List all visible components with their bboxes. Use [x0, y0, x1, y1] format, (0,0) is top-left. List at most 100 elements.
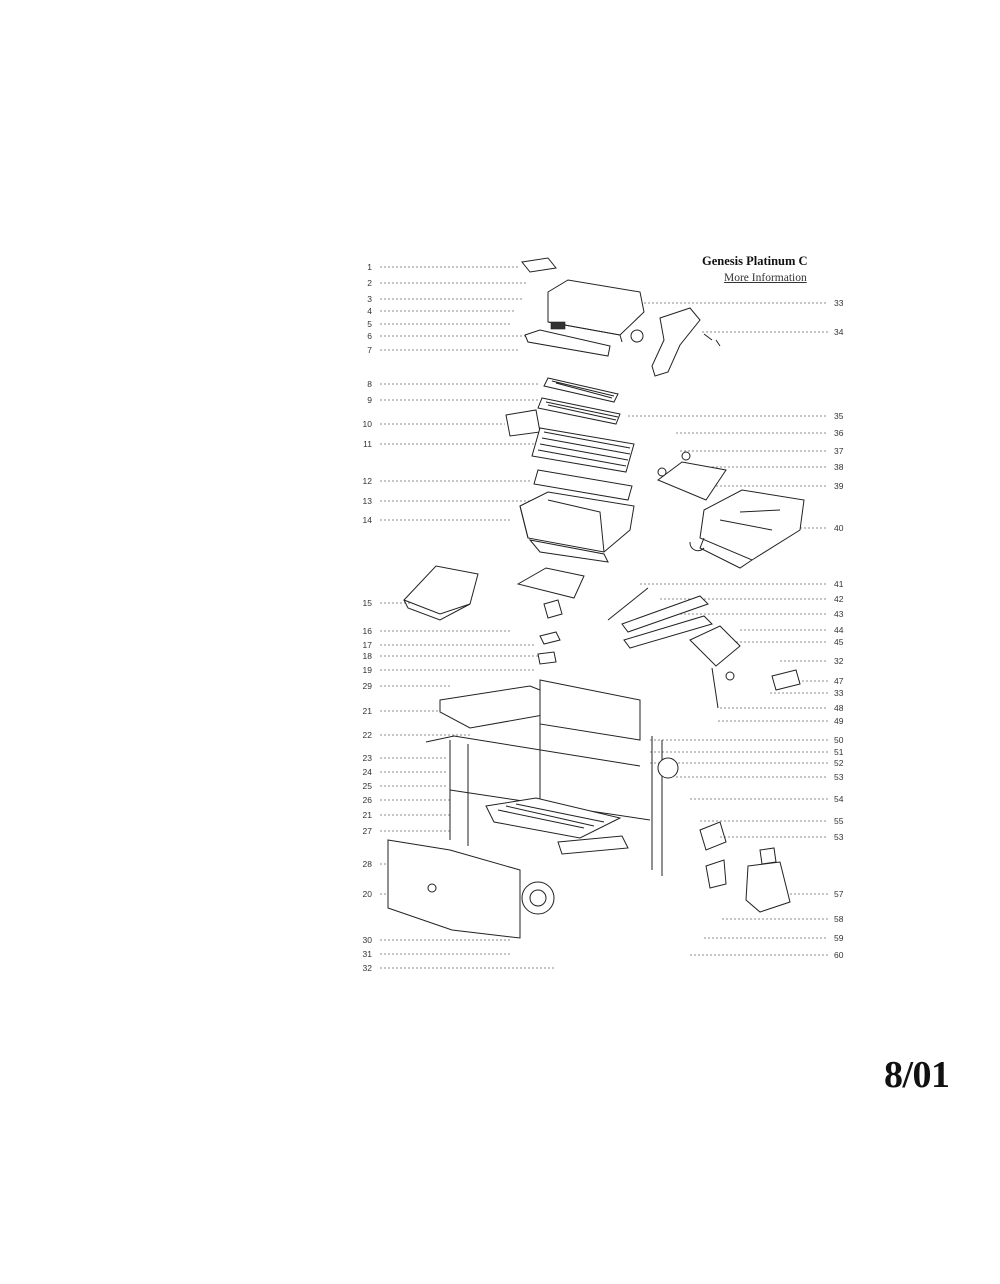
callout-left-30: 20	[363, 889, 373, 899]
callout-left-2: 2	[367, 278, 372, 288]
callout-left-23: 23	[363, 753, 373, 763]
callout-left-29: 28	[363, 859, 373, 869]
door-handle	[427, 883, 437, 893]
callout-left-4: 4	[367, 306, 372, 316]
side-handle-part	[651, 307, 701, 377]
callout-right-19: 50	[834, 735, 844, 745]
callout-right-3: 35	[834, 411, 844, 421]
regulator-part	[699, 821, 727, 889]
callout-left-18: 18	[363, 651, 373, 661]
manifold-part	[689, 625, 741, 667]
callout-right-8: 40	[834, 523, 844, 533]
callout-right-20: 51	[834, 747, 844, 757]
callout-right-23: 54	[834, 794, 844, 804]
catch-pan-holder	[543, 599, 563, 619]
cookbox-edges	[519, 499, 605, 553]
callout-left-9: 9	[367, 395, 372, 405]
thermometer-part	[550, 321, 566, 330]
callout-left-27: 21	[363, 810, 373, 820]
grill-parts-drawing	[387, 257, 805, 939]
catch-pan-part	[539, 631, 561, 645]
door-panel-part	[387, 839, 521, 939]
handle-part	[521, 257, 557, 273]
shelf-end-part	[557, 835, 629, 855]
callout-left-8: 8	[367, 379, 372, 389]
callout-left-32: 31	[363, 949, 373, 959]
side-burner-cover-part	[699, 489, 805, 561]
callout-left-13: 13	[363, 496, 373, 506]
igniter-wire	[607, 587, 649, 621]
callout-left-16: 16	[363, 626, 373, 636]
callout-right-5: 37	[834, 446, 844, 456]
callout-left-26: 26	[363, 795, 373, 805]
callout-right-21: 52	[834, 758, 844, 768]
callout-right-28: 59	[834, 933, 844, 943]
tank-scale-part	[657, 757, 679, 779]
side-burner-knob-a	[657, 467, 667, 477]
side-screws	[703, 333, 721, 347]
callout-left-7: 7	[367, 345, 372, 355]
wheel-hub	[529, 889, 547, 907]
callout-right-17: 48	[834, 703, 844, 713]
callout-right-29: 60	[834, 950, 844, 960]
callout-left-6: 6	[367, 331, 372, 341]
callout-right-10: 42	[834, 594, 844, 604]
burner-tube-a	[621, 595, 709, 633]
igniter-part	[771, 669, 801, 691]
propane-tank-part	[745, 861, 791, 913]
callout-left-12: 12	[363, 476, 373, 486]
cooking-grate-part	[531, 427, 635, 473]
side-burner-lines	[719, 509, 781, 531]
bottom-shelf-part	[485, 797, 622, 839]
knob-part	[630, 329, 644, 343]
callout-right-14: 32	[834, 656, 844, 666]
callout-left-28: 27	[363, 826, 373, 836]
callout-left-17: 17	[363, 640, 373, 650]
callout-right-6: 38	[834, 462, 844, 472]
callout-left-24: 24	[363, 767, 373, 777]
callout-right-24: 55	[834, 816, 844, 826]
diagram-title: Genesis Platinum C	[702, 254, 808, 268]
valve-knob	[725, 671, 735, 681]
side-table-edge	[403, 599, 471, 621]
bar-lines	[545, 401, 619, 421]
callout-left-31: 30	[363, 935, 373, 945]
callout-right-12: 44	[834, 625, 844, 635]
callout-right-4: 36	[834, 428, 844, 438]
callout-right-2: 34	[834, 327, 844, 337]
burner-tube-b	[623, 615, 713, 649]
callout-left-19: 19	[363, 665, 373, 675]
callout-right-15: 47	[834, 676, 844, 686]
callout-left-20: 29	[363, 681, 373, 691]
callout-left-33: 32	[363, 963, 373, 973]
callout-left-21: 21	[363, 706, 373, 716]
drip-pan-part	[537, 651, 557, 665]
callout-right-1: 33	[834, 298, 844, 308]
callout-left-15: 15	[363, 598, 373, 608]
callout-left-5: 5	[367, 319, 372, 329]
revision-date: 8/01	[884, 1054, 950, 1096]
grate-lines	[537, 431, 631, 467]
callout-right-25: 53	[834, 832, 844, 842]
flavorizer-bars-part	[537, 397, 621, 425]
callout-right-16: 33	[834, 688, 844, 698]
lid-edge	[547, 321, 623, 343]
callout-left-1: 1	[367, 262, 372, 272]
side-burner-edge	[689, 537, 753, 569]
callout-left-11: 11	[363, 439, 372, 449]
bottom-tray-part	[516, 567, 585, 599]
callout-right-13: 45	[834, 637, 844, 647]
rack-lines	[551, 380, 615, 399]
callout-numbers: 1234567891011121314151617181929212223242…	[363, 262, 844, 973]
callout-left-25: 25	[363, 781, 373, 791]
wheel-part	[521, 881, 555, 915]
callout-right-18: 49	[834, 716, 844, 726]
more-information-link[interactable]: More Information	[724, 272, 807, 284]
lid-bracket-part	[524, 329, 611, 357]
callout-left-10: 10	[363, 419, 373, 429]
cart-legs	[449, 724, 663, 876]
side-table-part	[403, 565, 479, 615]
cookbox-bottom	[528, 539, 609, 563]
side-burner-knob-b	[681, 451, 691, 461]
heat-deflector-part	[533, 469, 633, 501]
